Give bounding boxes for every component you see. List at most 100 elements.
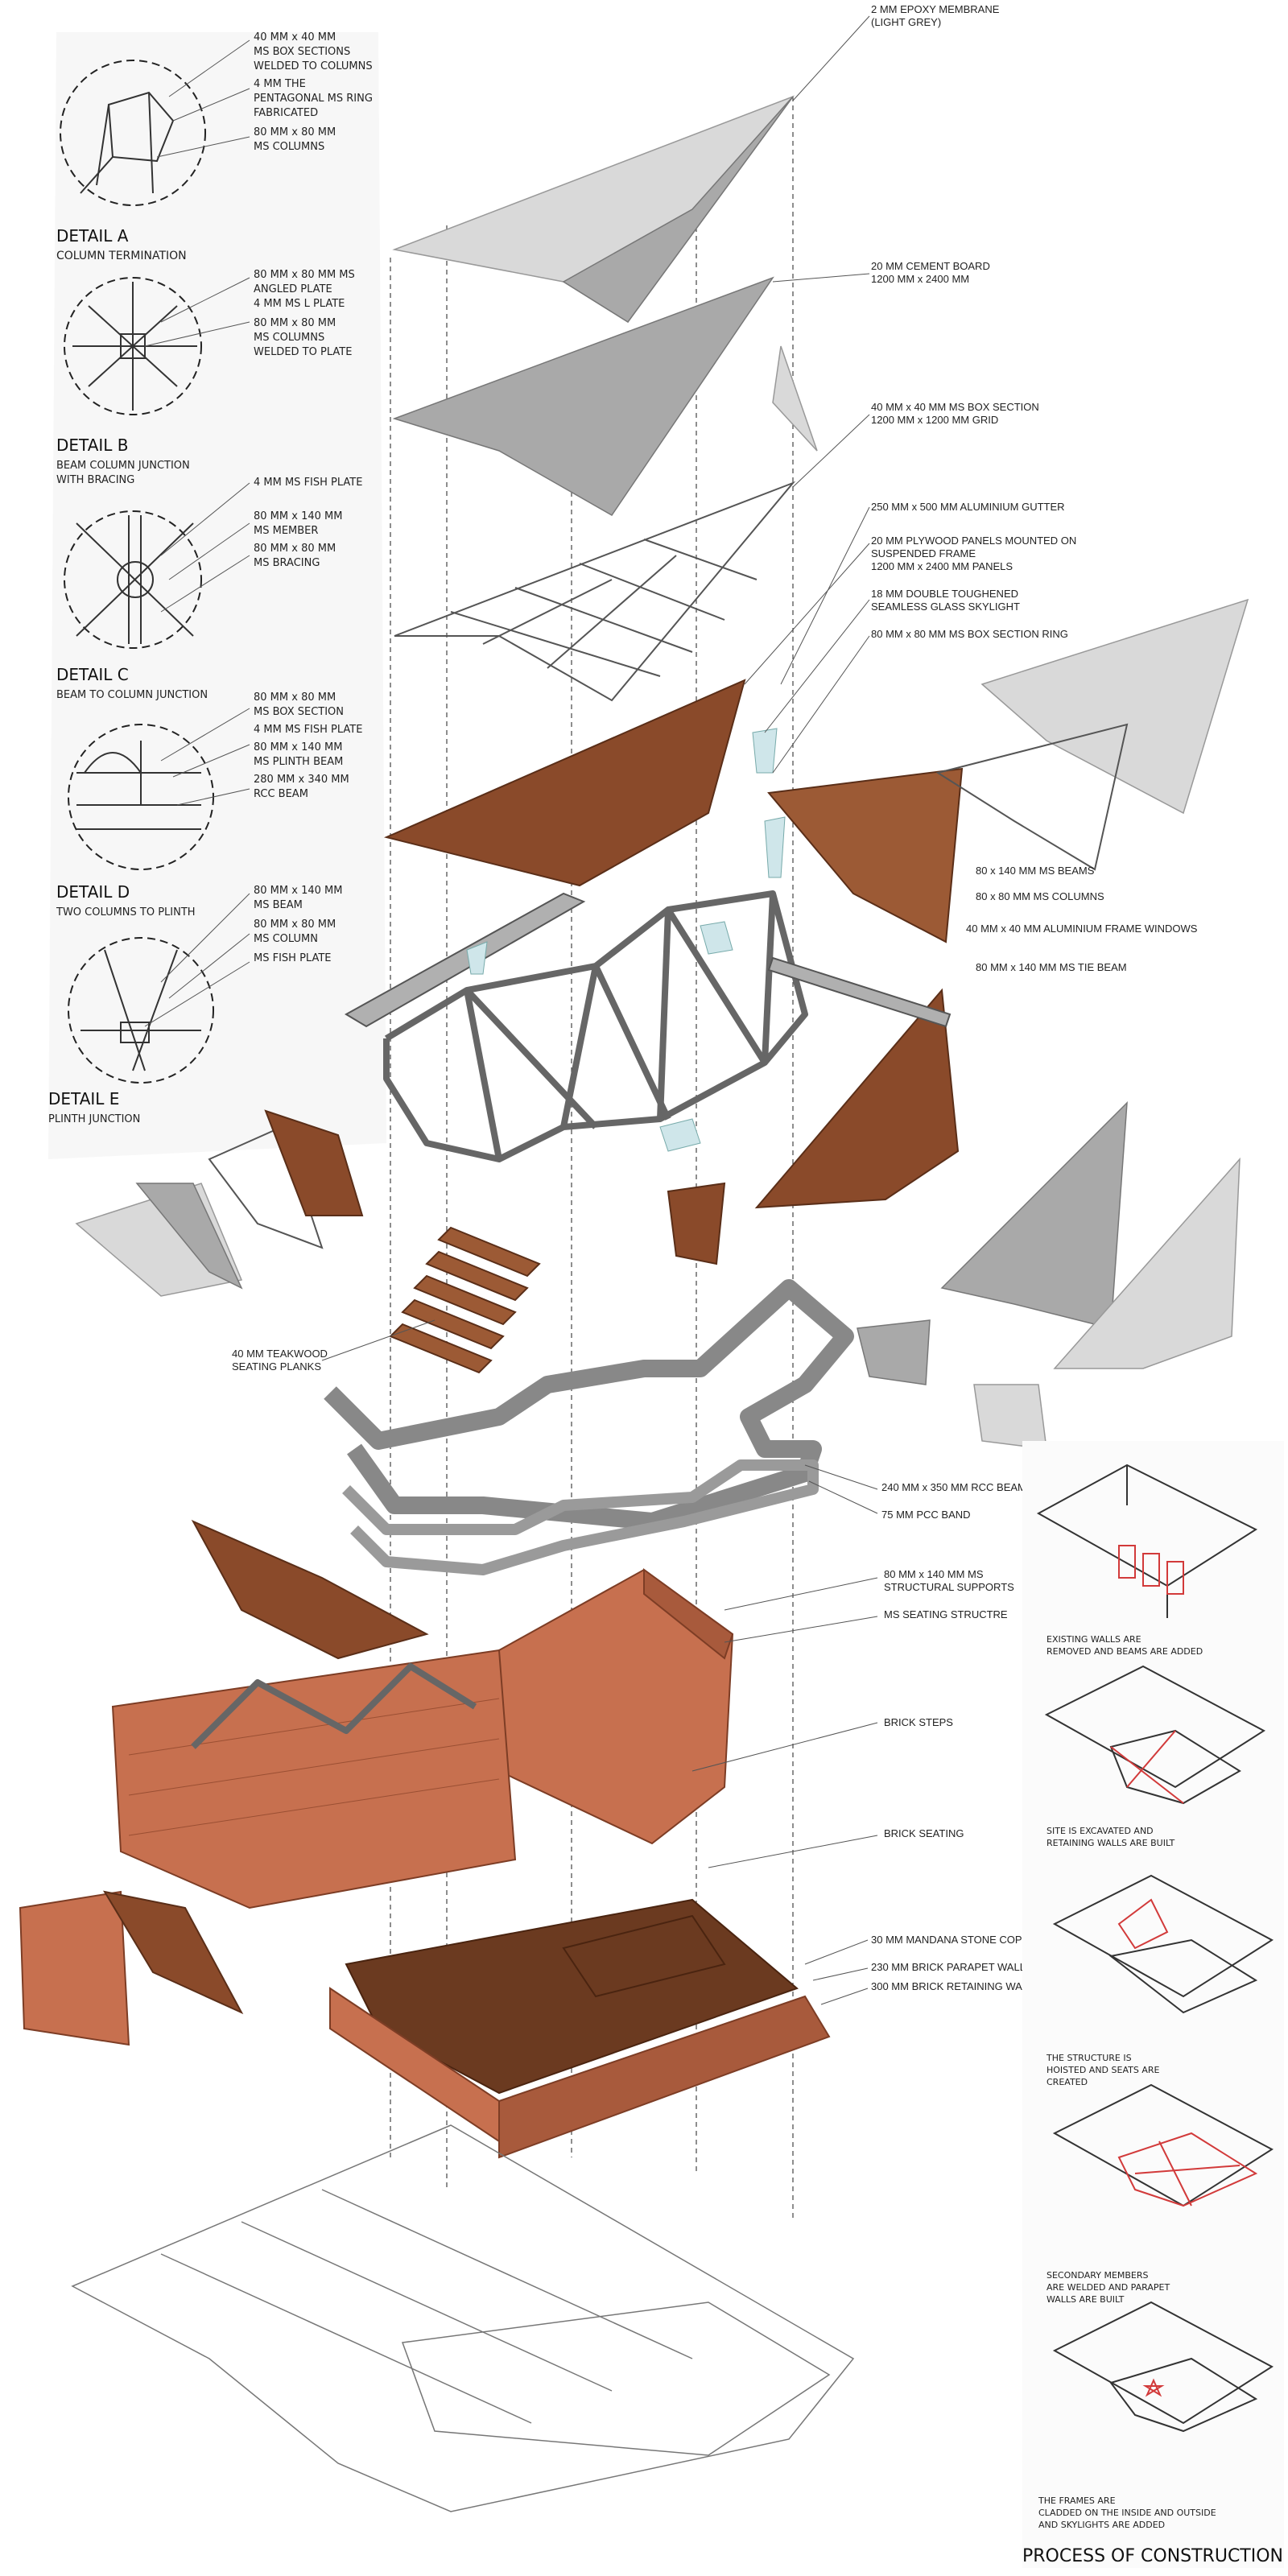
plywood-overhead	[191, 1519, 429, 1660]
ms-frame-structure	[345, 890, 952, 1162]
detail-d-note-2: MS BOX SECTION	[254, 706, 344, 718]
detail-b-note-2: ANGLED PLATE	[254, 283, 332, 295]
detail-a-subtitle: COLUMN TERMINATION	[56, 250, 187, 262]
epoxy-membrane-fold	[562, 96, 794, 324]
detail-a-note-6: FABRICATED	[254, 107, 318, 119]
process-step-2-line-2: RETAINING WALLS ARE BUILT	[1046, 1838, 1175, 1848]
label-aluminium-gutter: 250 MM x 500 MM ALUMINIUM GUTTER	[871, 501, 1065, 513]
process-step-2-line-1: SITE IS EXCAVATED AND	[1046, 1826, 1154, 1836]
process-panel: EXISTING WALLS ARE REMOVED AND BEAMS ARE…	[1022, 1441, 1284, 2568]
detail-e-note-1: 80 MM x 140 MM	[254, 885, 342, 897]
tie-beam-left	[345, 892, 586, 1028]
detail-b-note-1: 80 MM x 80 MM MS	[254, 269, 355, 281]
label-brick-seating: BRICK SEATING	[884, 1827, 964, 1839]
label-glass-skylight-2: SEAMLESS GLASS SKYLIGHT	[871, 601, 1020, 613]
label-tie-beam: 80 MM x 140 MM MS TIE BEAM	[976, 961, 1127, 973]
ms-box-grid	[394, 481, 796, 702]
detail-c-note-4: 80 MM x 80 MM	[254, 543, 336, 555]
plywood-left	[264, 1109, 364, 1216]
sketch-icon	[1052, 1874, 1274, 1998]
process-step-3-line-2: HOISTED AND SEATS ARE	[1046, 2065, 1159, 2075]
plywood-layer	[383, 679, 964, 943]
label-parapet-wall: 230 MM BRICK PARAPET WALL	[871, 1961, 1026, 1973]
plywood-panel-lower-right	[754, 988, 960, 1209]
process-step-5: THE FRAMES ARE CLADDED ON THE INSIDE AND…	[1038, 2301, 1274, 2530]
detail-d-note-6: 280 MM x 340 MM	[254, 774, 349, 786]
detail-a-note-5: PENTAGONAL MS RING	[254, 93, 373, 105]
site-plan	[71, 2124, 855, 2512]
plywood-small-center	[667, 1182, 726, 1265]
process-step-1-line-1: EXISTING WALLS ARE	[1046, 1634, 1141, 1645]
skylight-glass-2	[764, 816, 786, 878]
detail-e-note-3: 80 MM x 80 MM	[254, 919, 336, 931]
detail-circle-icon	[60, 60, 206, 206]
brick-seating-steps	[562, 1914, 726, 1998]
detail-d-note-5: MS PLINTH BEAM	[254, 756, 343, 768]
detail-b-subtitle-2: WITH BRACING	[56, 474, 134, 486]
detail-c-title: DETAIL C	[56, 665, 129, 684]
process-panel-background	[1022, 1441, 1284, 2568]
sketch-icon	[1052, 2301, 1274, 2425]
process-step-2: SITE IS EXCAVATED AND RETAINING WALLS AR…	[1044, 1665, 1265, 1848]
plywood-panel-main	[383, 679, 746, 887]
skylight-glass	[752, 728, 778, 774]
detail-c-note-5: MS BRACING	[254, 557, 320, 569]
label-glass-skylight: 18 MM DOUBLE TOUGHENED	[871, 588, 1018, 600]
label-mandana-coping: 30 MM MANDANA STONE COPING	[871, 1934, 1041, 1946]
label-teakwood: 40 MM TEAKWOOD	[232, 1348, 328, 1360]
detail-circle-icon	[68, 937, 214, 1084]
pcc-band-shape	[342, 1459, 819, 1575]
process-step-4-line-2: ARE WELDED AND PARAPET	[1046, 2282, 1170, 2293]
window-glass-1	[466, 941, 488, 975]
teakwood-planks	[389, 1226, 541, 1374]
label-epoxy-membrane-color: (LIGHT GREY)	[871, 16, 941, 28]
label-ms-columns: 80 x 80 MM MS COLUMNS	[976, 890, 1104, 902]
label-retaining-wall: 300 MM BRICK RETAINING WALL	[871, 1980, 1034, 1992]
detail-d-note-7: RCC BEAM	[254, 788, 308, 800]
detail-b-note-4: 80 MM x 80 MM	[254, 317, 336, 329]
tie-beam-right	[767, 956, 952, 1028]
ms-structural-supports	[191, 1663, 477, 1749]
process-step-4-line-1: SECONDARY MEMBERS	[1046, 2270, 1149, 2281]
detail-a: 40 MM x 40 MM MS BOX SECTIONS WELDED TO …	[56, 31, 373, 262]
label-ms-grid: 1200 MM x 1200 MM GRID	[871, 414, 998, 426]
detail-d-note-3: 4 MM MS FISH PLATE	[254, 724, 362, 736]
detail-d: 80 MM x 80 MM MS BOX SECTION 4 MM MS FIS…	[56, 691, 362, 919]
detail-d-subtitle: TWO COLUMNS TO PLINTH	[56, 906, 196, 919]
left-exploded-pieces	[75, 1109, 726, 1297]
label-epoxy-membrane: 2 MM EPOXY MEMBRANE	[871, 3, 1000, 15]
process-step-1-line-2: REMOVED AND BEAMS ARE ADDED	[1046, 1646, 1203, 1657]
process-step-5-line-3: AND SKYLIGHTS ARE ADDED	[1038, 2520, 1165, 2530]
detail-a-note-4: 4 MM THE	[254, 78, 306, 90]
label-panel-size: 1200 MM x 2400 MM PANELS	[871, 560, 1013, 572]
detail-a-note-8: MS COLUMNS	[254, 141, 324, 153]
detail-b-note-5: MS COLUMNS	[254, 332, 324, 344]
rcc-beam-band	[324, 1279, 854, 1530]
label-seating-planks: SEATING PLANKS	[232, 1360, 321, 1373]
sketch-icon	[1036, 1463, 1258, 1587]
grid-left	[208, 1125, 324, 1249]
label-aluminium-windows: 40 MM x 40 MM ALUMINIUM FRAME WINDOWS	[966, 923, 1198, 935]
membrane-right-top	[980, 598, 1249, 815]
existing-roof	[643, 1568, 734, 1660]
detail-c-note-3: MS MEMBER	[254, 525, 318, 537]
detail-a-title: DETAIL A	[56, 226, 129, 246]
detail-b: 80 MM x 80 MM MS ANGLED PLATE 4 MM MS L …	[56, 269, 355, 486]
detail-b-note-6: WELDED TO PLATE	[254, 346, 352, 358]
process-step-1: EXISTING WALLS ARE REMOVED AND BEAMS ARE…	[1036, 1463, 1258, 1657]
label-cement-board-size: 1200 MM x 2400 MM	[871, 273, 969, 285]
detail-c-note-1: 4 MM MS FISH PLATE	[254, 477, 362, 489]
detail-e-title: DETAIL E	[48, 1089, 119, 1108]
process-title: PROCESS OF CONSTRUCTION	[1022, 2546, 1283, 2566]
label-rcc-beam: 240 MM x 350 MM RCC BEAM	[881, 1481, 1026, 1493]
detail-d-note-4: 80 MM x 140 MM	[254, 741, 342, 753]
detail-e-subtitle: PLINTH JUNCTION	[48, 1113, 140, 1125]
label-ms-beams: 80 x 140 MM MS BEAMS	[976, 865, 1095, 877]
ms-grid-layer	[394, 481, 796, 702]
cement-board-lower-right	[940, 1101, 1128, 1329]
roof-membrane-layer	[392, 95, 795, 324]
label-cement-board: 20 MM CEMENT BOARD	[871, 260, 990, 272]
cement-board-gutter-piece	[772, 345, 818, 452]
cement-board-layer	[392, 276, 818, 516]
